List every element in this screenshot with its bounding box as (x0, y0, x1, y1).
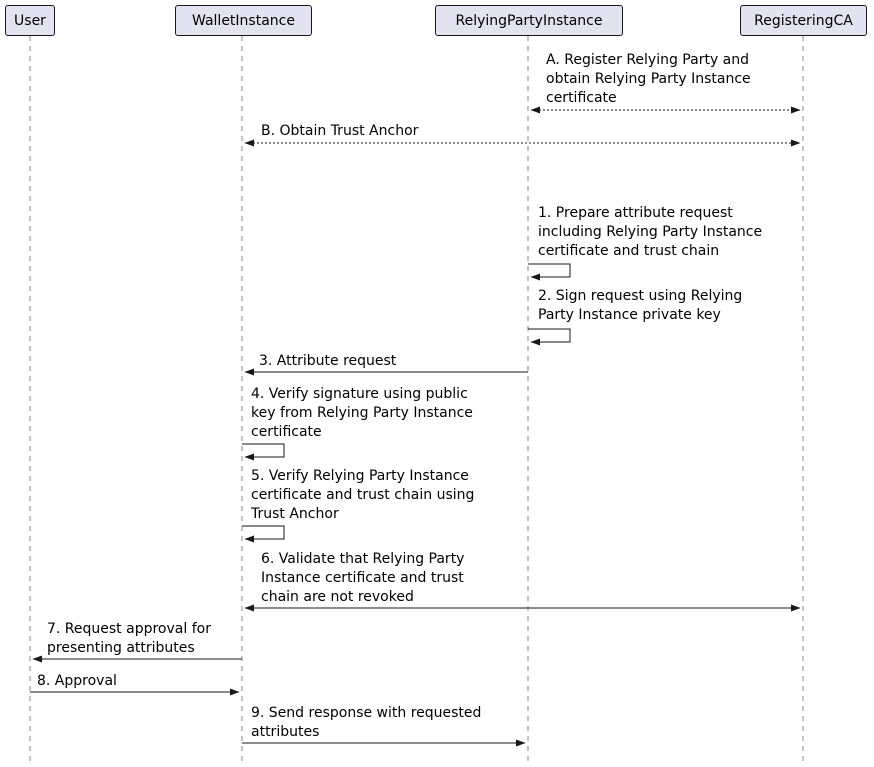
message-label-8: 8. Approval (37, 673, 117, 689)
message-label-2: 2. Sign request using Relying Party Inst… (538, 288, 743, 323)
message-label-1: 1. Prepare attribute request including R… (538, 205, 763, 259)
message-label-b: B. Obtain Trust Anchor (261, 123, 419, 139)
message-arrow-5 (242, 525, 285, 543)
message-arrow-1 (528, 263, 571, 281)
participant-relying-party-instance: RelyingPartyInstance (435, 5, 623, 36)
message-label-7: 7. Request approval for presenting attri… (47, 621, 211, 656)
message-label-3: 3. Attribute request (259, 353, 397, 369)
message-label-9: 9. Send response with requested attribut… (251, 705, 482, 740)
participant-registering-ca: RegisteringCA (740, 5, 867, 36)
message-label-a: A. Register Relying Party and obtain Rel… (546, 52, 751, 106)
participant-wallet-instance: WalletInstance (175, 5, 312, 36)
message-arrow-4 (242, 443, 285, 461)
message-label-6: 6. Validate that Relying Party Instance … (261, 551, 465, 605)
message-label-5: 5. Verify Relying Party Instance certifi… (251, 468, 475, 522)
participant-user: User (5, 5, 55, 36)
message-label-4: 4. Verify signature using public key fro… (251, 386, 473, 440)
message-arrow-2 (528, 328, 571, 346)
